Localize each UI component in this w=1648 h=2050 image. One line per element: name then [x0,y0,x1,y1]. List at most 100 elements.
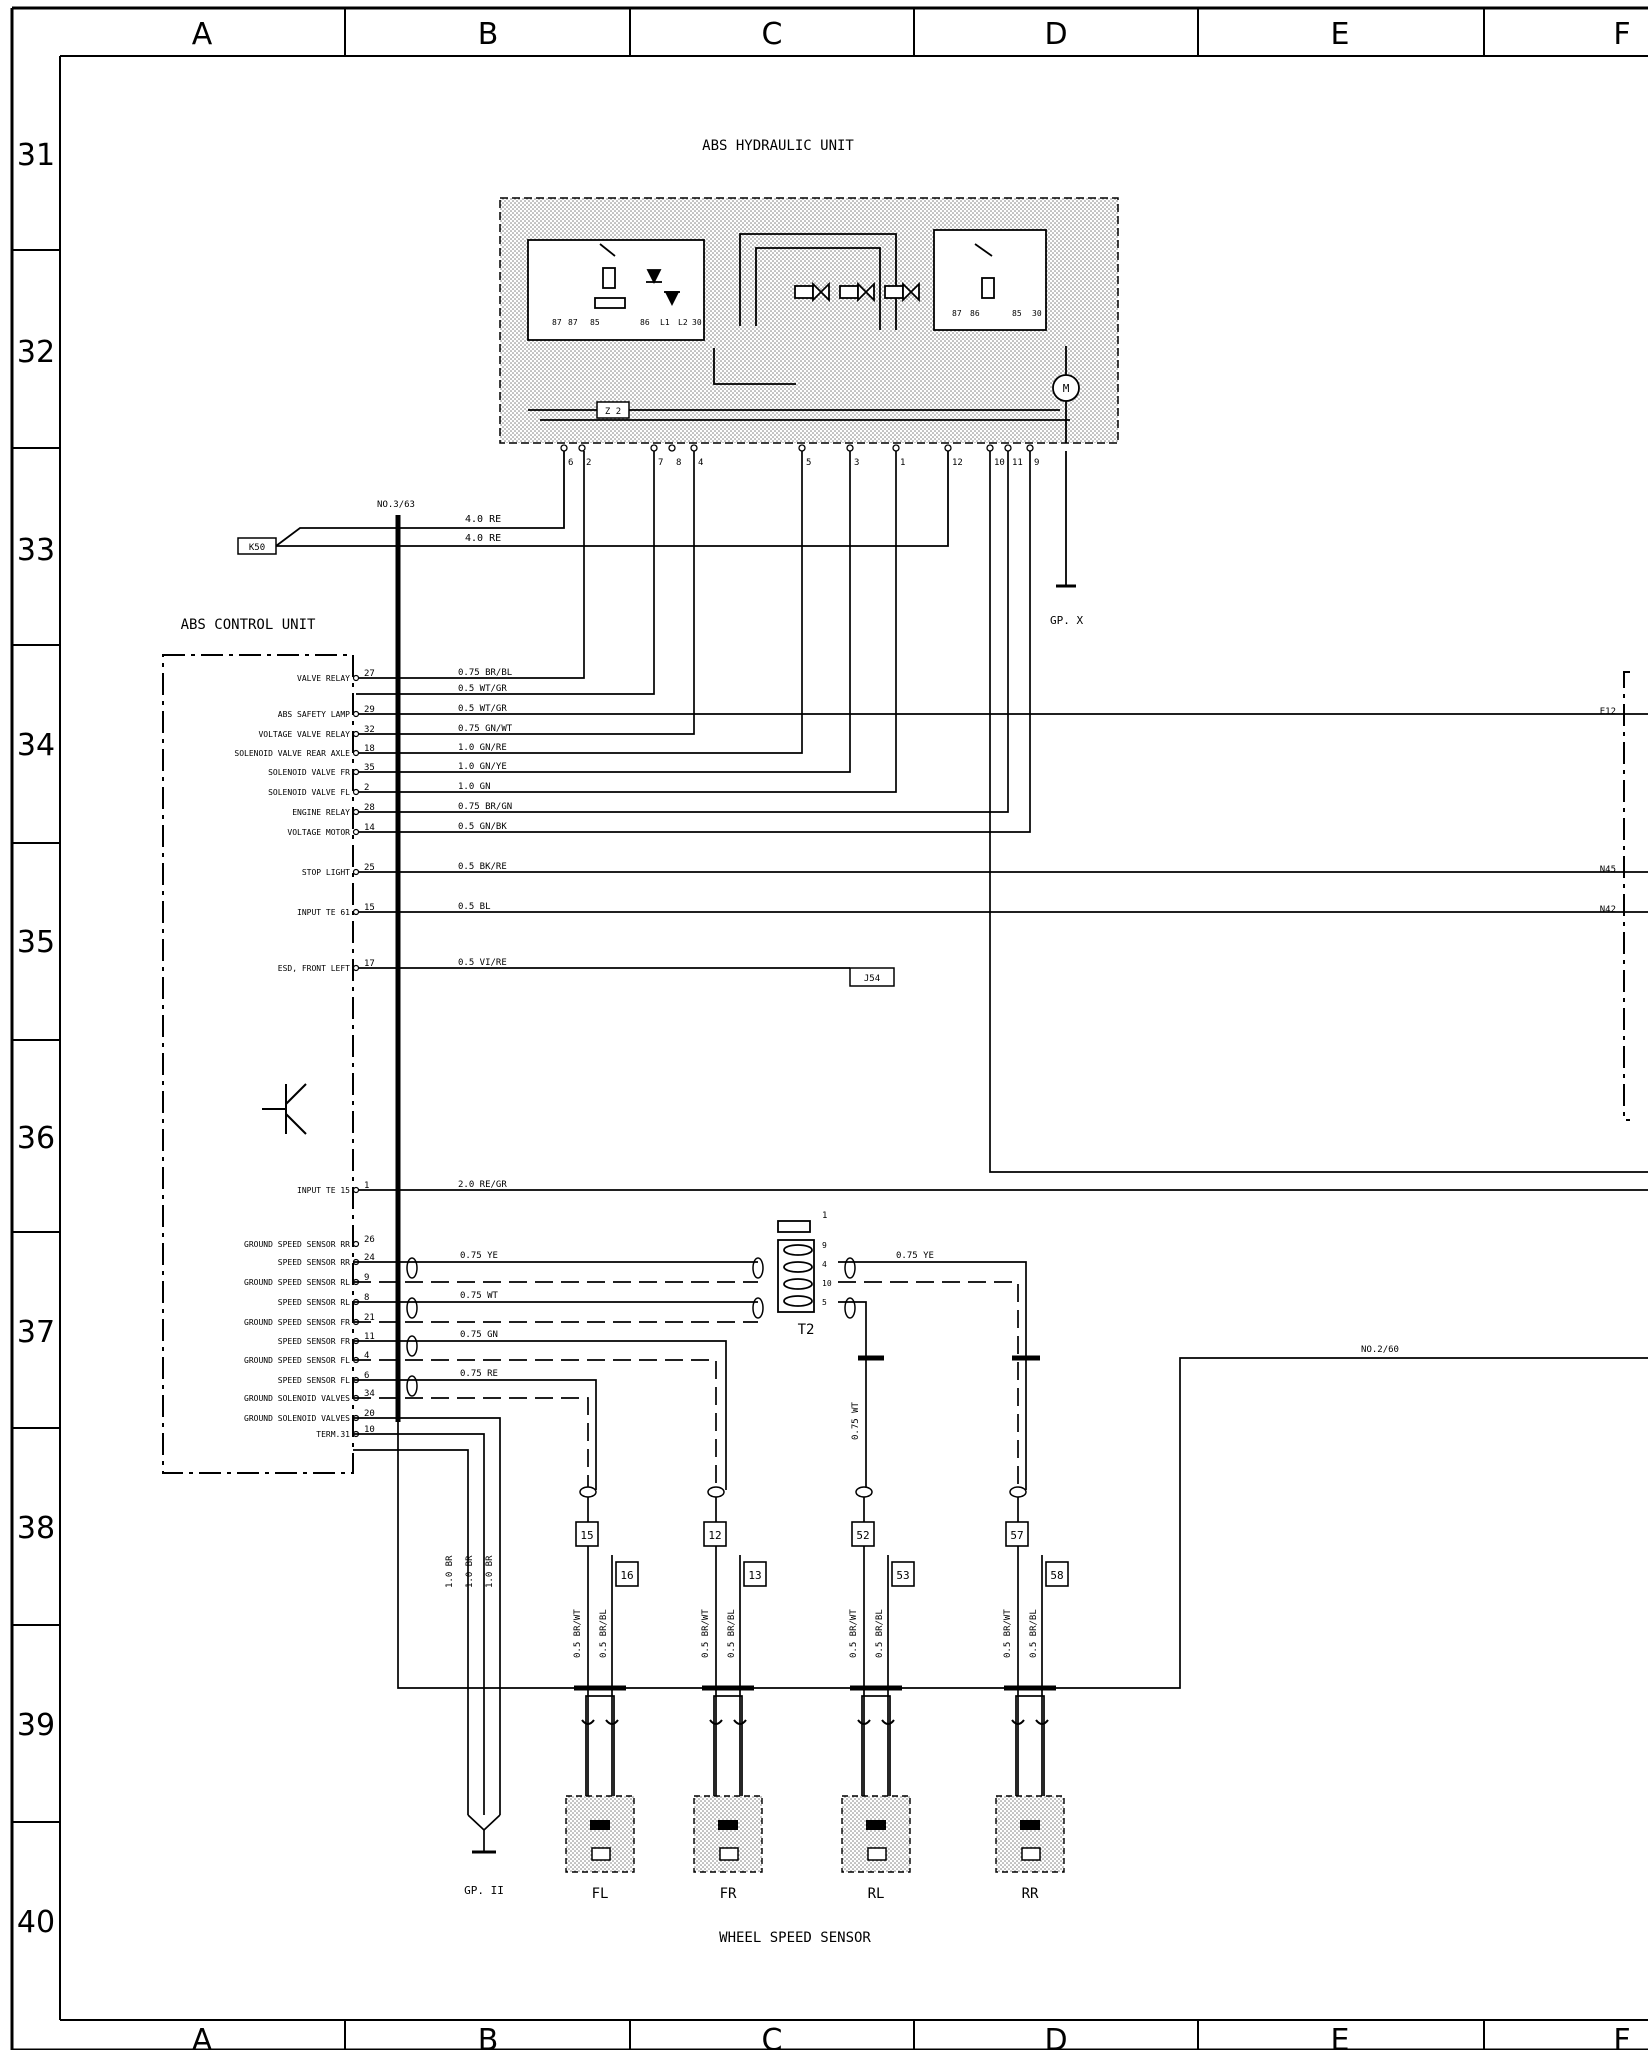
sensor-pin-label: TERM.31 [316,1430,350,1439]
control-unit-wire-label: 0.75 BR/BL [458,668,512,678]
relay-left-pin-87a: 87 [552,318,562,327]
relay-left-pin-l1: L1 [660,318,670,327]
column-label-f-top: F [1613,17,1630,52]
engine-relay-route [989,451,1648,1173]
control-unit-wires [356,451,1648,1191]
motor-label: M [1063,382,1070,395]
control-unit-pin-number: 18 [364,744,375,754]
control-unit-wire [356,451,695,735]
sensor-code-box [615,1561,639,1587]
hu-pin-2: 2 [586,458,591,468]
sensor-wire-b: 0.5 BR/BL [599,1609,609,1658]
upper-wires [275,451,1076,588]
sensor-name: FR [720,1886,737,1902]
column-label-a-top: A [192,17,213,52]
sensor-pin-number: 6 [364,1371,369,1381]
control-unit-pin-label: SOLENOID VALVE FL [268,788,350,797]
sensor-magnet [719,1847,739,1861]
sensor-code-box [851,1521,875,1547]
sensor-wire-a: 0.5 BR/WT [1003,1609,1013,1658]
sensor-wire-label: 0.75 YE [460,1251,498,1261]
fuse-z2 [596,401,630,419]
control-unit-pin-number: 28 [364,803,375,813]
sensor-pin-number: 8 [364,1293,369,1303]
sensor-element [718,1820,738,1830]
sensor-code-a: 15 [580,1529,593,1542]
hydraulic-unit-internals [527,229,1080,443]
row-label-34: 34 [17,728,55,763]
sensor-shield [579,1486,597,1498]
hu-pin-6: 6 [568,458,573,468]
control-unit-wire [356,451,1031,833]
ref-j54: J54 [864,974,880,984]
ground-x-label: GP. X [1050,614,1083,627]
row-label-37: 37 [17,1315,55,1350]
hydraulic-connector [560,444,1034,452]
control-unit-pin-terminal [352,908,360,916]
sensor-caption: WHEEL SPEED SENSOR [719,1930,871,1946]
sensor-code-a: 57 [1010,1529,1023,1542]
column-label-d-top: D [1044,17,1067,52]
sensor-wire-label: 0.75 GN [460,1330,498,1340]
sensor-pin-number: 34 [364,1389,375,1399]
control-unit-pin-label: ABS SAFETY LAMP [278,710,350,719]
sensor-wire-b: 0.5 BR/BL [727,1609,737,1658]
hu-pin-8: 8 [676,458,681,468]
hu-pin-1: 1 [900,458,905,468]
sensor-pin-terminal [352,1240,360,1248]
sensor-pin-number: 4 [364,1351,369,1361]
sensor-code-box [1005,1521,1029,1547]
t2-pin-4: 4 [822,1260,827,1269]
sensor-shield [707,1486,725,1498]
ground-ii-label: GP. II [464,1884,504,1897]
control-unit-pin-number: 14 [364,823,375,833]
hu-pin-9: 9 [1034,458,1039,468]
sensor-name: FL [592,1886,609,1902]
ref-k50-box [237,537,277,555]
ref-n42: N42 [1600,905,1616,915]
sensor-pin-number: 11 [364,1332,375,1342]
hu-pin-7: 7 [658,458,663,468]
hydraulic-unit-title: ABS HYDRAULIC UNIT [702,138,854,154]
sensor-code-b: 16 [620,1569,633,1582]
control-unit-pin-terminal [352,868,360,876]
sensor-pin-label: GROUND SPEED SENSOR RL [244,1278,350,1287]
relay-right-pin-86: 86 [970,309,980,318]
sensor-element [866,1820,886,1830]
sensor-wire-a: 0.5 BR/WT [701,1609,711,1658]
control-unit-pin-terminal [352,674,360,682]
column-label-a-bottom: A [192,2023,213,2050]
right-connector-outline [1623,671,1630,1121]
sensor-code-box [1045,1561,1069,1587]
column-label-b-bottom: B [478,2023,499,2050]
sensor-wire-a: 0.5 BR/WT [573,1609,583,1658]
control-unit-pin-label: SOLENOID VALVE REAR AXLE [234,749,350,758]
relay-left-pin-85: 85 [590,318,600,327]
t2-pin-10: 10 [822,1279,832,1288]
sensor-wire-b: 0.5 BR/BL [875,1609,885,1658]
control-unit-pin-number: 25 [364,863,375,873]
row-label-32: 32 [17,335,55,370]
control-unit-pin-terminal [352,828,360,836]
control-unit-pin-label: SOLENOID VALVE FR [268,768,350,777]
ref-e12: E12 [1600,707,1616,717]
ref-j54-box [849,967,895,987]
row-label-33: 33 [17,533,55,568]
control-unit-pin-label: VOLTAGE MOTOR [287,828,350,837]
control-unit-pin-label: ESD, FRONT LEFT [278,964,350,973]
control-unit-wire-label: 0.75 GN/WT [458,724,513,734]
control-unit-wire [356,451,803,754]
sensor-pin-number: 21 [364,1313,375,1323]
sensor-name: RR [1022,1886,1039,1902]
control-unit-pin-label: VOLTAGE VALVE RELAY [258,730,350,739]
sensor-magnet [867,1847,887,1861]
column-label-c-bottom: C [762,2023,783,2050]
ref-no363: NO.3/63 [377,500,415,510]
sensor-code-a: 52 [856,1529,869,1542]
sensor-pin-number: 9 [364,1273,369,1283]
